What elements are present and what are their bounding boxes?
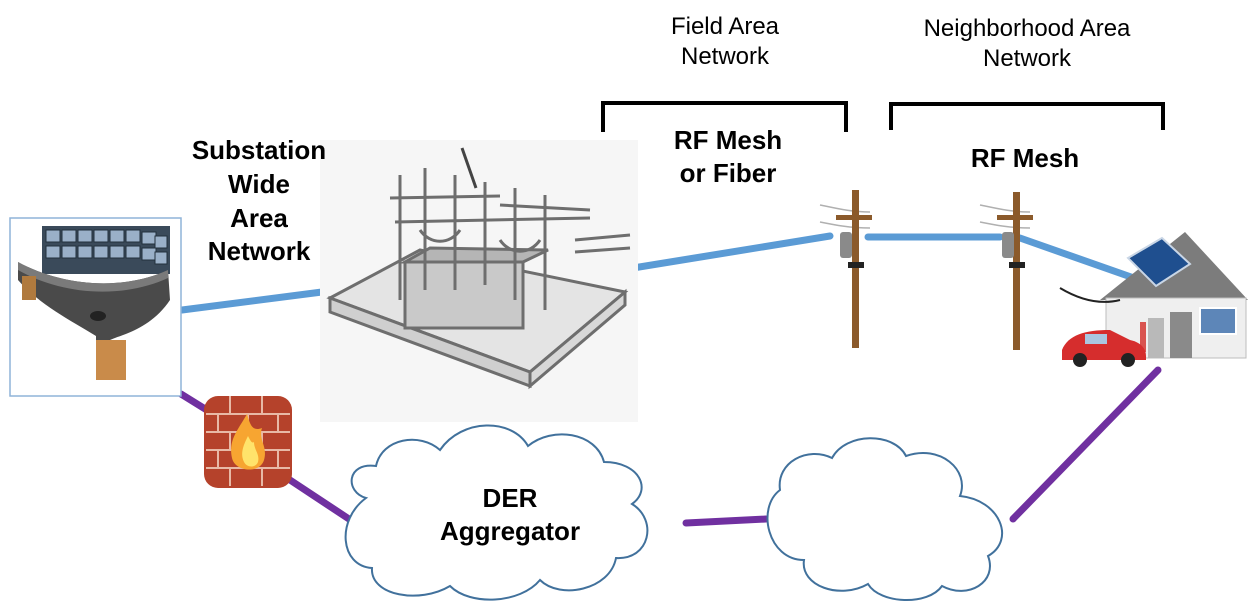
link-firewall-to-cloud — [286, 476, 356, 525]
link-cloud-to-house — [1009, 366, 1162, 523]
neighborhood-area-network-line-1: Neighborhood Area — [923, 15, 1131, 42]
utility-pole-icon — [819, 190, 872, 348]
der-aggregator-line-2: Aggregator — [439, 515, 581, 546]
house-with-solar-and-ev-icon — [1059, 232, 1248, 367]
field-medium-line-2: or Fiber — [679, 157, 777, 188]
field-area-network-line-2: Network — [680, 43, 770, 70]
substation-icon — [320, 140, 638, 422]
utility-pole-icon — [979, 192, 1033, 350]
link-pole2-to-house — [1016, 234, 1152, 287]
cloud-der-outline — [344, 424, 649, 601]
cloud-icon — [766, 437, 1004, 601]
field-area-network-label: Field Area Network — [622, 12, 828, 72]
cloud-empty-outline — [766, 437, 1004, 601]
comm-links — [178, 232, 1152, 314]
neighborhood-medium-label: RF Mesh — [970, 143, 1080, 173]
substation-wan-line-2: Wide — [228, 168, 290, 199]
cloud-icon — [344, 424, 649, 601]
field-medium-label: RF Mesh or Fiber — [640, 124, 816, 189]
link-substation-to-pole1 — [629, 232, 834, 272]
neighborhood-area-network-line-2: Network — [982, 45, 1072, 72]
link-control-to-substation — [178, 288, 326, 314]
field-area-bracket — [601, 101, 848, 132]
field-area-network-line-1: Field Area — [670, 13, 780, 40]
control-center-icon — [9, 217, 182, 397]
neighborhood-area-bracket — [889, 102, 1165, 130]
firewall-icon — [204, 396, 292, 488]
substation-wan-line-3: Area — [230, 202, 288, 233]
substation-wan-line-4: Network — [207, 236, 311, 267]
link-cloud-to-cloud — [682, 515, 770, 527]
substation-wan-line-1: Substation — [191, 135, 327, 165]
field-medium-line-1: RF Mesh — [673, 125, 783, 155]
der-aggregator-line-1: DER — [482, 483, 538, 513]
der-aggregator-label: DER Aggregator — [420, 482, 600, 547]
aggregator-links — [177, 366, 1162, 527]
neighborhood-area-network-label: Neighborhood Area Network — [882, 14, 1172, 74]
substation-wan-label: Substation Wide Area Network — [170, 134, 348, 269]
